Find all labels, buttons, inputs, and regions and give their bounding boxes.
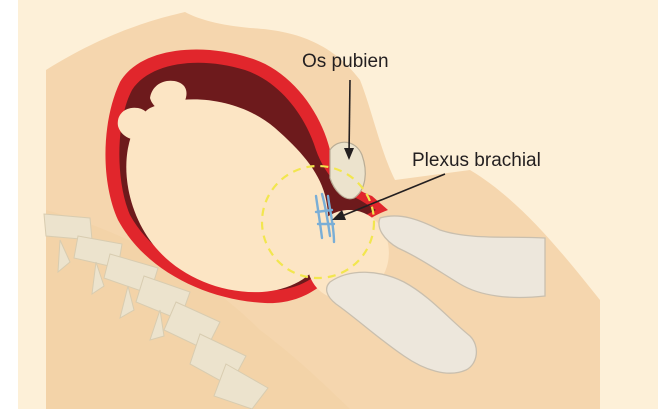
pointer-pubic-bone: [349, 80, 350, 155]
label-brachial-plexus: Plexus brachial: [412, 150, 541, 171]
label-pubic-bone: Os pubien: [302, 51, 389, 72]
